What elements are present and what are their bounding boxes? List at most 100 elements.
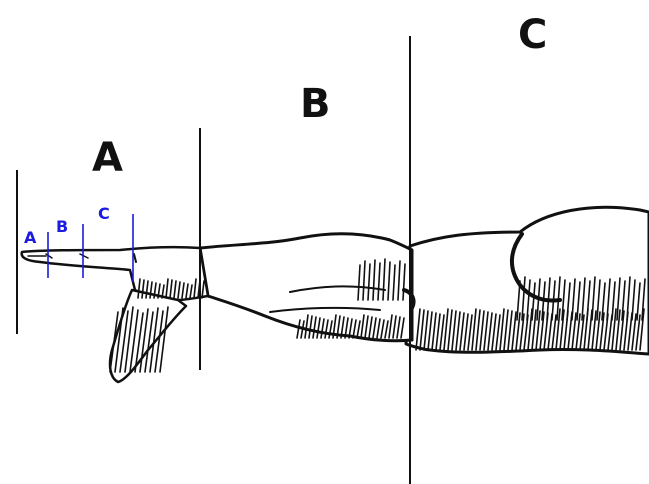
hatch-stroke	[154, 310, 164, 373]
hatch-stroke	[397, 260, 401, 301]
thumb-outline	[108, 288, 188, 384]
hatch-stroke	[516, 280, 521, 321]
hatch-stroke	[521, 276, 526, 321]
hatch-stroke	[581, 277, 586, 321]
hatch-stroke	[495, 314, 501, 351]
hatch-stroke	[615, 309, 621, 351]
hatch-stroke	[499, 308, 505, 351]
hatch-stroke	[626, 276, 631, 321]
hatch-stroke	[463, 313, 469, 351]
hatch-stroke	[137, 278, 141, 299]
hatch-stroke	[595, 311, 601, 351]
hatch-stroke	[114, 307, 124, 373]
hatch-stroke	[144, 311, 154, 373]
hatch-stroke	[443, 308, 449, 351]
hatch-stroke	[591, 310, 597, 351]
hatch-stroke	[149, 307, 159, 373]
hatch-stroke	[599, 312, 605, 351]
hatch-stroke	[189, 284, 193, 299]
hatch-stroke	[308, 315, 313, 339]
hatch-stroke	[392, 264, 396, 301]
hatch-stroke	[586, 280, 591, 321]
hatch-stroke	[621, 280, 626, 321]
hatch-stroke	[447, 309, 453, 351]
hatch-stroke	[641, 278, 646, 321]
hatch-stroke	[201, 280, 205, 299]
hatch-stroke	[536, 278, 541, 321]
hatch-stroke	[566, 282, 571, 321]
hatch-stroke	[611, 281, 616, 321]
hatch-stroke	[332, 314, 337, 339]
hatch-stroke	[367, 263, 371, 301]
hatch-stroke	[336, 315, 341, 339]
hatch-stroke	[415, 308, 421, 351]
hatch-stroke	[541, 281, 546, 321]
hatch-stroke	[539, 311, 545, 351]
knuckle-mark-1	[45, 253, 53, 259]
hatch-stroke	[382, 258, 386, 301]
hatch-stroke	[376, 318, 381, 339]
hatch-stroke	[596, 279, 601, 321]
hatch-stroke	[296, 319, 301, 339]
hatch-stroke	[134, 312, 144, 373]
hatch-stroke	[607, 314, 613, 351]
hatch-stroke	[507, 310, 513, 351]
hatch-stroke	[324, 319, 329, 339]
hatch-stroke	[523, 314, 529, 351]
hatch-stroke	[153, 282, 157, 299]
hatch-stroke	[377, 262, 381, 301]
forearm-muscle-line	[289, 285, 386, 293]
hatch-stroke	[487, 312, 493, 351]
hatch-stroke	[161, 284, 165, 299]
hatch-stroke	[129, 309, 139, 373]
hatch-stroke	[344, 317, 349, 339]
hatch-stroke	[639, 308, 645, 351]
phalanx-label-c: C	[98, 204, 110, 223]
hatch-stroke	[356, 320, 361, 339]
hatch-stroke	[360, 314, 365, 339]
hatch-stroke	[587, 309, 593, 351]
hatch-stroke	[576, 281, 581, 321]
hatch-stroke	[551, 280, 556, 321]
hatch-stroke	[561, 279, 566, 321]
hatch-stroke	[109, 311, 119, 373]
hatch-stroke	[124, 306, 134, 373]
hatch-stroke	[519, 313, 525, 351]
hatch-stroke	[372, 317, 377, 339]
hatch-stroke	[531, 282, 536, 321]
hatch-stroke	[177, 281, 181, 299]
knuckle-mark-2	[79, 253, 89, 259]
hatch-stroke	[503, 309, 509, 351]
hatch-stroke	[159, 306, 169, 373]
hatch-stroke	[527, 308, 533, 351]
hatch-stroke	[431, 312, 437, 351]
hatch-stroke	[556, 276, 561, 321]
hatch-stroke	[388, 314, 393, 339]
hatch-stroke	[145, 280, 149, 299]
hatch-stroke	[193, 278, 197, 299]
hatch-stroke	[619, 310, 625, 351]
hatch-stroke	[384, 320, 389, 339]
hatch-stroke	[364, 315, 369, 339]
section-label-b: B	[300, 81, 331, 127]
hatch-stroke	[491, 313, 497, 351]
hatch-stroke	[459, 312, 465, 351]
phalanx-label-b: B	[56, 217, 68, 236]
hatch-stroke	[535, 310, 541, 351]
hatch-stroke	[392, 315, 397, 339]
hatch-stroke	[320, 318, 325, 339]
hand-outline	[20, 245, 210, 302]
hatch-stroke	[348, 318, 353, 339]
hatch-stroke	[380, 319, 385, 339]
phalanx-dividers	[47, 214, 134, 282]
hatch-stroke	[631, 313, 637, 351]
hatch-stroke	[352, 319, 357, 339]
hatch-stroke	[571, 312, 577, 351]
hatch-stroke	[173, 280, 177, 299]
forearm-outline	[198, 232, 414, 343]
hatch-stroke	[357, 264, 361, 301]
hatch-stroke	[427, 311, 433, 351]
section-label-a: A	[92, 135, 123, 181]
hatch-stroke	[423, 310, 429, 351]
hatch-stroke	[387, 261, 391, 301]
